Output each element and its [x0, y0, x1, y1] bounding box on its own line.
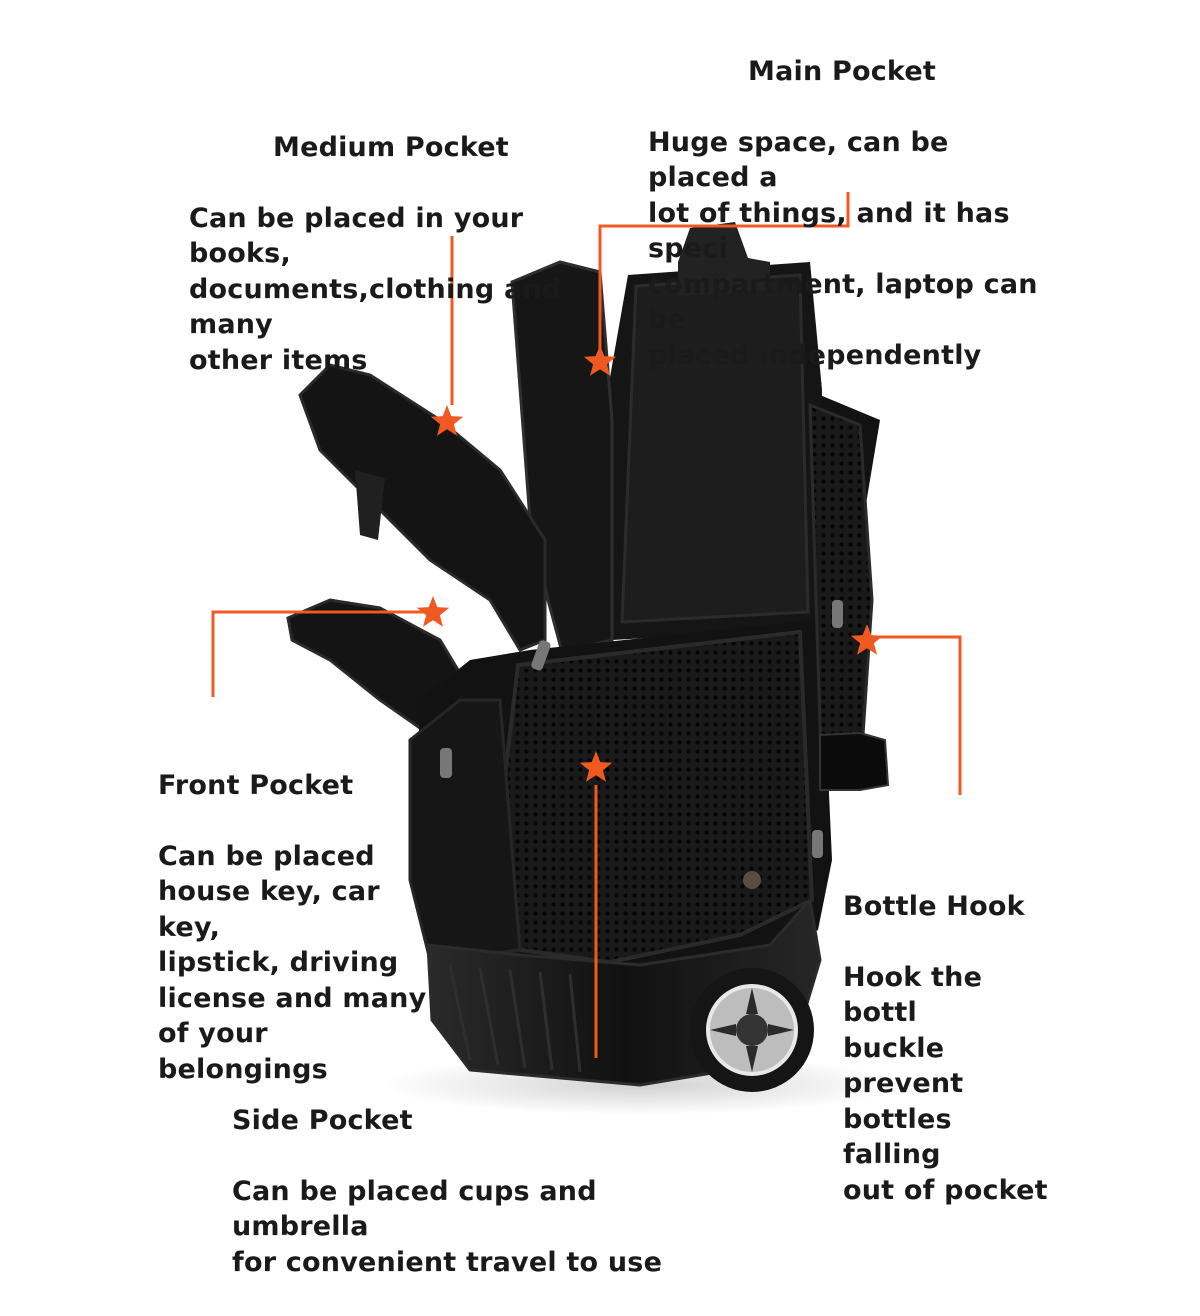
front-pocket-description: Can be placed house key, car key, lipsti…: [158, 840, 427, 1085]
medium-pocket-description: Can be placed in your books, documents,c…: [189, 202, 562, 376]
bag-body: [408, 395, 890, 990]
medium-pocket-title: Medium Pocket: [273, 131, 509, 163]
side-pocket-annotation: Side Pocket Can be placed cups and umbre…: [232, 1067, 712, 1316]
star-icon: [579, 751, 613, 782]
wheel: [690, 871, 814, 1092]
main-pocket-line: [598, 192, 850, 350]
medium-pocket-annotation: Medium Pocket Can be placed in your book…: [189, 94, 629, 414]
front-pocket-annotation: Front Pocket Can be placed house key, ca…: [158, 732, 428, 1123]
star-icon: [850, 624, 884, 655]
main-pocket-annotation: Main Pocket Huge space, can be placed a …: [648, 18, 1058, 409]
main-pocket-title: Main Pocket: [748, 55, 936, 87]
main-compartment: [606, 222, 822, 640]
backpack-photo: [211, 192, 962, 1115]
front-pocket-title: Front Pocket: [158, 769, 354, 801]
bottle-hook-description: Hook the bottl buckle prevent bottles fa…: [843, 961, 1048, 1206]
bottle-hook-title: Bottle Hook: [843, 890, 1025, 922]
star-icon: [583, 345, 617, 376]
star-icon: [430, 405, 464, 436]
star-icon: [416, 596, 450, 627]
callout-lines: [211, 192, 962, 1058]
main-pocket-description: Huge space, can be placed a lot of thing…: [648, 126, 1038, 371]
bottle-hook-annotation: Bottle Hook Hook the bottl buckle preven…: [843, 853, 1050, 1244]
bottle-hook-line: [867, 635, 962, 795]
side-pocket-title: Side Pocket: [232, 1104, 413, 1136]
front-pocket-line: [211, 610, 430, 697]
side-pocket-description: Can be placed cups and umbrella for conv…: [232, 1175, 663, 1278]
side-mesh-pocket: [497, 629, 815, 965]
